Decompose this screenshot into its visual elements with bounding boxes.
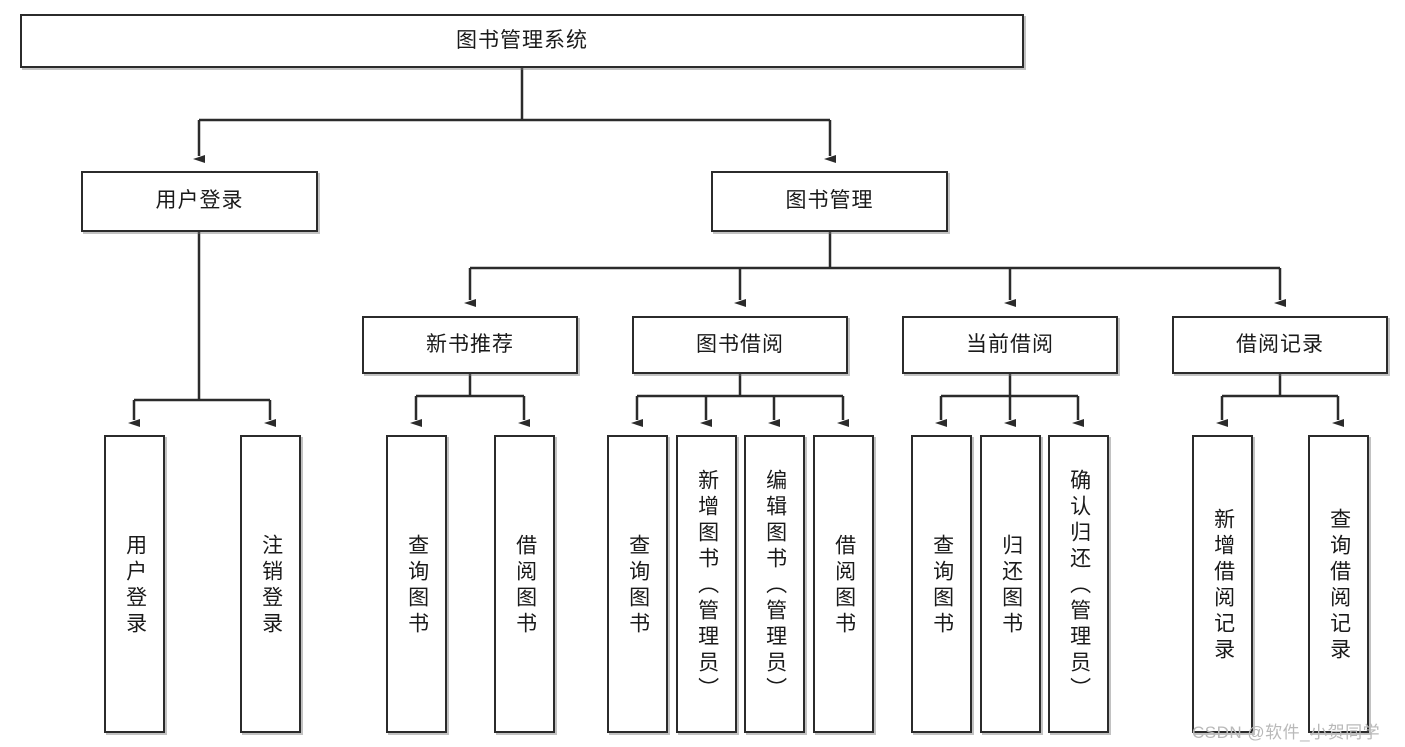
node-borrow-record[interactable]: 借阅记录 <box>1172 316 1388 374</box>
leaf-add-borrow-record[interactable]: 新增借阅记录 <box>1192 435 1253 733</box>
node-label: 归还图书 <box>999 534 1023 638</box>
node-label: 查询借阅记录 <box>1327 508 1351 664</box>
node-label: 查询图书 <box>930 534 954 638</box>
leaf-edit-book-admin[interactable]: 编辑图书（管理员） <box>744 435 805 733</box>
leaf-user-login[interactable]: 用户登录 <box>104 435 165 733</box>
leaf-query-book-current[interactable]: 查询图书 <box>911 435 972 733</box>
node-label: 新增借阅记录 <box>1211 508 1235 664</box>
node-label: 图书借阅 <box>696 332 784 356</box>
node-book-management[interactable]: 图书管理 <box>711 171 948 232</box>
leaf-return-book[interactable]: 归还图书 <box>980 435 1041 733</box>
csdn-watermark: CSDN @软件_小贺同学 <box>1192 723 1381 742</box>
node-label: 编辑图书（管理员） <box>763 469 787 703</box>
leaf-confirm-return-admin[interactable]: 确认归还（管理员） <box>1048 435 1109 733</box>
node-label: 图书管理系统 <box>456 28 588 52</box>
node-root-book-management-system[interactable]: 图书管理系统 <box>20 14 1024 68</box>
leaf-borrow-book[interactable]: 借阅图书 <box>813 435 874 733</box>
node-label: 查询图书 <box>626 534 650 638</box>
leaf-add-book-admin[interactable]: 新增图书（管理员） <box>676 435 737 733</box>
node-label: 借阅图书 <box>513 534 537 638</box>
node-label: 新书推荐 <box>426 332 514 356</box>
node-label: 注销登录 <box>259 534 283 638</box>
node-label: 新增图书（管理员） <box>695 469 719 703</box>
node-user-login[interactable]: 用户登录 <box>81 171 318 232</box>
node-new-book-recommend[interactable]: 新书推荐 <box>362 316 578 374</box>
node-label: 查询图书 <box>405 534 429 638</box>
leaf-borrow-book-recommend[interactable]: 借阅图书 <box>494 435 555 733</box>
node-book-borrow[interactable]: 图书借阅 <box>632 316 848 374</box>
node-current-borrow[interactable]: 当前借阅 <box>902 316 1118 374</box>
node-label: 当前借阅 <box>966 332 1054 356</box>
node-label: 图书管理 <box>785 189 874 213</box>
node-label: 借阅记录 <box>1236 332 1324 356</box>
leaf-query-borrow-record[interactable]: 查询借阅记录 <box>1308 435 1369 733</box>
leaf-query-book-borrow[interactable]: 查询图书 <box>607 435 668 733</box>
node-label: 用户登录 <box>123 534 147 638</box>
node-label: 借阅图书 <box>832 534 856 638</box>
leaf-query-book-recommend[interactable]: 查询图书 <box>386 435 447 733</box>
node-label: 确认归还（管理员） <box>1067 469 1091 703</box>
node-label: 用户登录 <box>155 189 244 213</box>
leaf-user-logout[interactable]: 注销登录 <box>240 435 301 733</box>
